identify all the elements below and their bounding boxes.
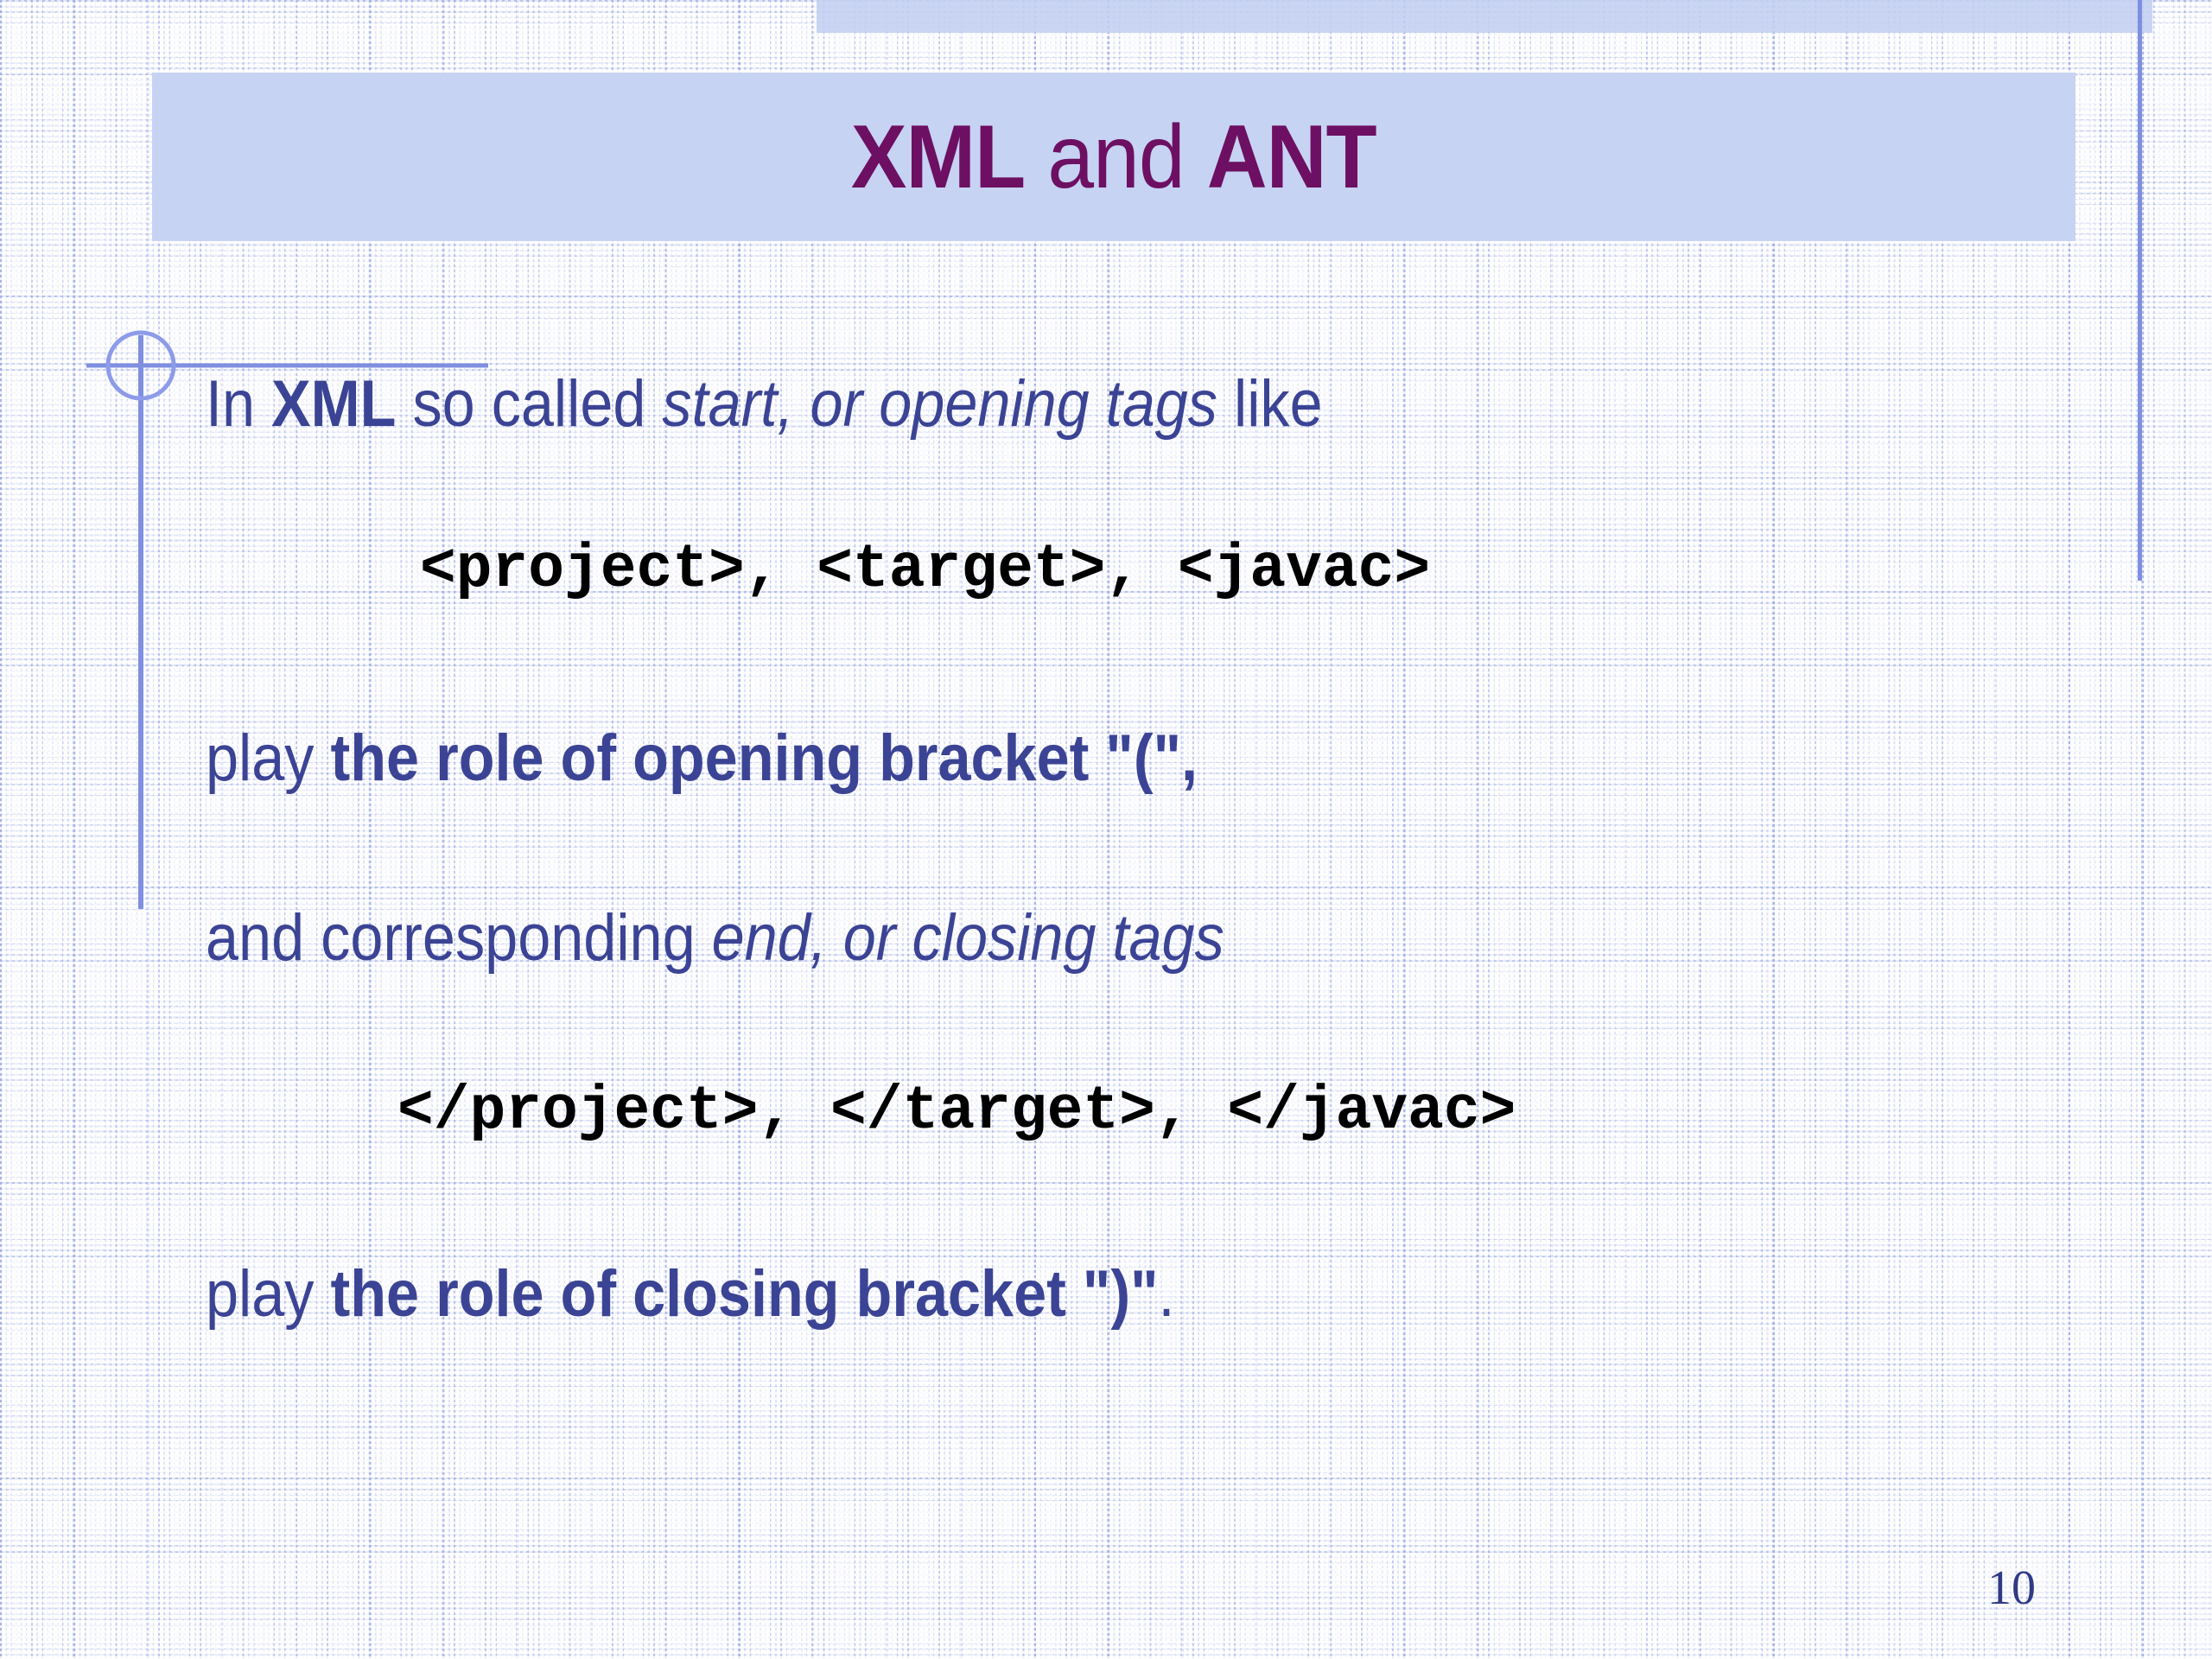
body-line-6: play the role of closing bracket ")". [206, 1262, 1175, 1327]
line3-seg-role-opening: the role of opening bracket "(", [330, 721, 1198, 795]
body-line-1: In XML so called start, or opening tags … [206, 372, 1323, 437]
title-part-xml: XML [851, 106, 1026, 207]
body-line-3: play the role of opening bracket "(", [206, 726, 1198, 791]
body-code-line-opening-tags: <project>, <target>, <javac> [420, 536, 1431, 605]
body-line-4: and corresponding end, or closing tags [206, 906, 1224, 971]
line6-seg-role-closing: the role of closing bracket ")" [330, 1257, 1159, 1331]
left-circle-decoration [86, 330, 488, 909]
title-part-ant: ANT [1206, 106, 1377, 207]
top-decorative-band [817, 0, 2152, 33]
line3-seg-play: play [206, 721, 331, 795]
right-vertical-rule [2138, 0, 2142, 581]
line4-seg-end-closing-tags: end, or closing tags [711, 901, 1224, 975]
page-number: 10 [1987, 1561, 2036, 1615]
line1-seg-start-opening-tags: start, or opening tags [662, 367, 1217, 441]
line1-seg-like: like [1217, 367, 1323, 441]
slide-title-band: XML and ANT [152, 73, 2075, 241]
line6-seg-play: play [206, 1257, 331, 1331]
line1-seg-socalled: so called [396, 367, 663, 441]
line4-seg-and-corresponding: and corresponding [206, 901, 712, 975]
line6-seg-period: . [1158, 1257, 1175, 1331]
page-title: XML and ANT [851, 112, 1377, 202]
title-part-and: and [1025, 106, 1207, 207]
line1-seg-in: In [206, 367, 272, 441]
line1-seg-xml: XML [271, 367, 397, 441]
body-code-line-closing-tags: </project>, </target>, </javac> [397, 1077, 1516, 1147]
